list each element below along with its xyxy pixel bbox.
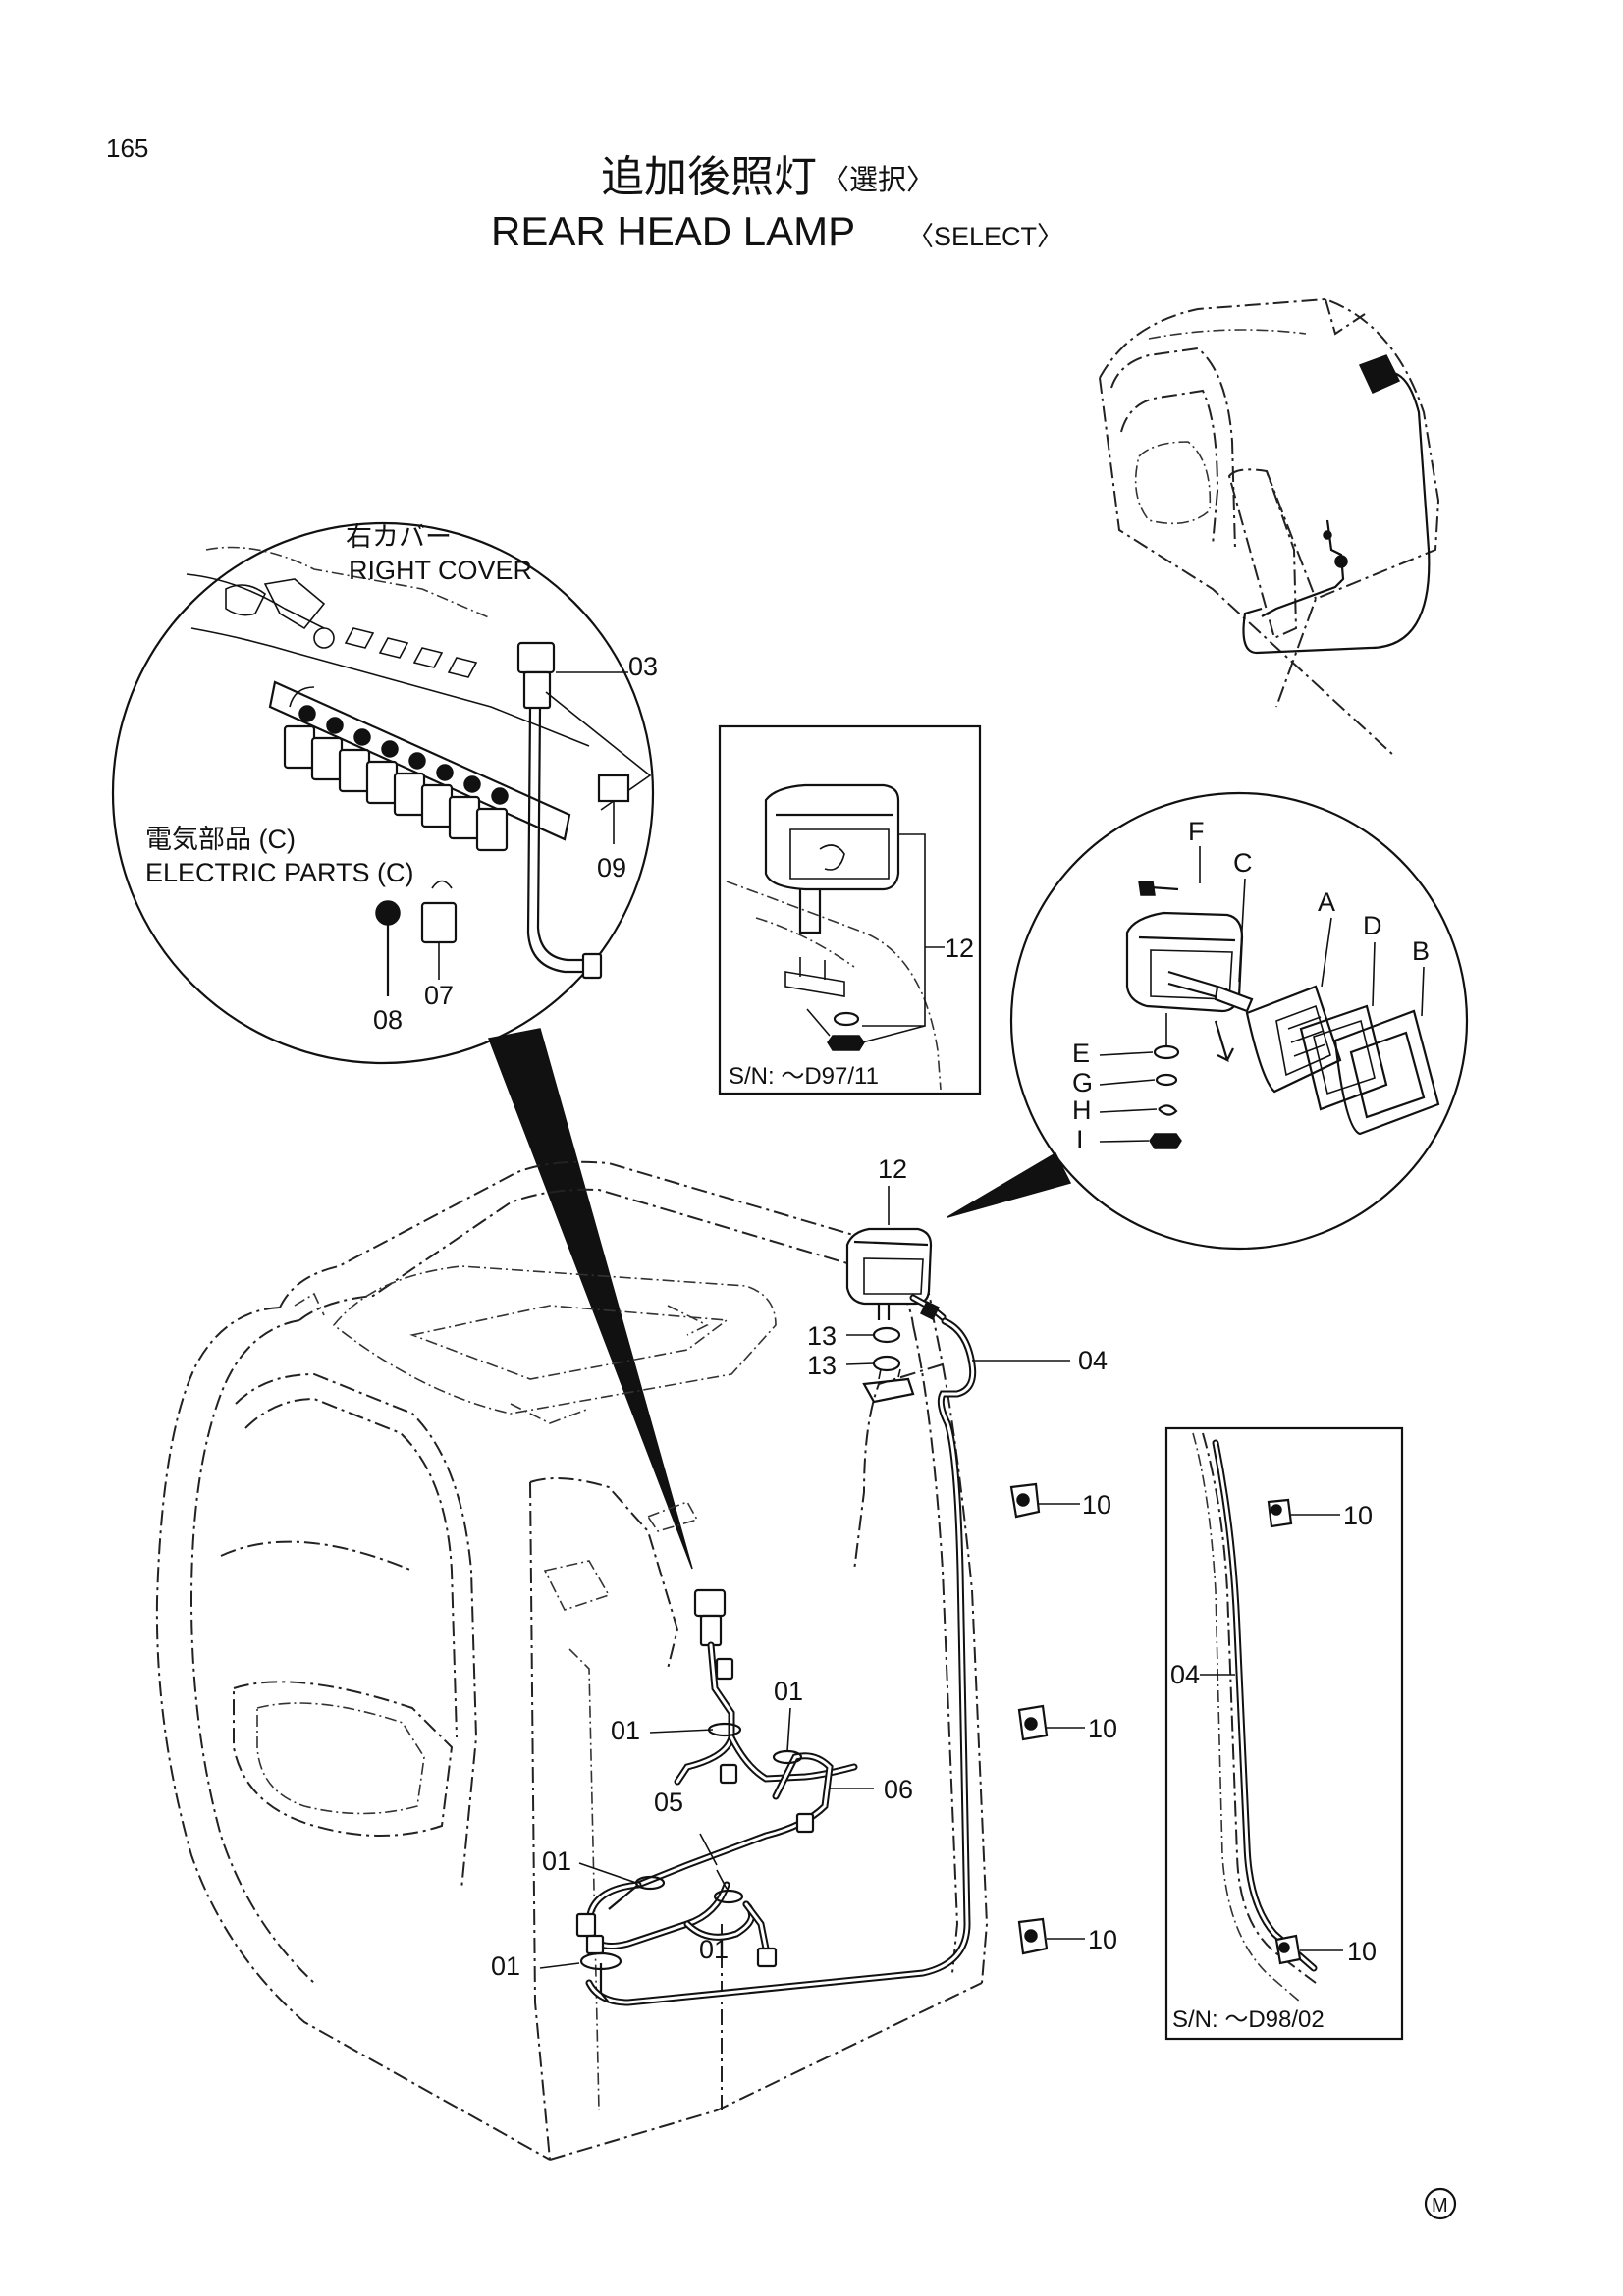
callout-01-b: 01 — [774, 1677, 803, 1706]
cab-thumbnail — [1099, 297, 1440, 757]
title-en: REAR HEAD LAMP — [491, 208, 855, 254]
detail-circle-right-cover: 右カバー RIGHT COVER 電気部品 (C) ELECTRIC PARTS… — [111, 521, 658, 1065]
detail-pointer-left — [487, 1028, 693, 1570]
callout-10-top: 10 — [1082, 1490, 1111, 1520]
serial-late: S/N: ～D98/02 — [1172, 2006, 1325, 2033]
callout-01-a: 01 — [611, 1716, 640, 1745]
callout-01-c: 01 — [542, 1846, 571, 1876]
rear-head-lamp — [845, 1186, 933, 1320]
electric-parts-label-jp: 電気部品 (C) — [145, 825, 296, 854]
main-cab-view — [155, 1160, 989, 2161]
callout-04-box: 04 — [1170, 1660, 1200, 1689]
clip-set-main — [1009, 1482, 1085, 1955]
callout-06: 06 — [884, 1775, 913, 1804]
callout-A: A — [1318, 887, 1335, 917]
callout-01-e: 01 — [491, 1951, 520, 1981]
callout-H: H — [1072, 1095, 1092, 1125]
callout-12-early: 12 — [945, 934, 974, 963]
callout-07: 07 — [424, 981, 454, 1010]
right-cover-label-en: RIGHT COVER — [349, 556, 532, 585]
title-jp-suffix: 〈選択〉 — [821, 164, 935, 196]
callout-F: F — [1188, 817, 1205, 846]
electric-parts-label-en: ELECTRIC PARTS (C) — [145, 858, 414, 887]
manual-mark: M — [1424, 2187, 1457, 2220]
title-en-suffix: 〈SELECT〉 — [907, 222, 1063, 251]
harness-05-06 — [539, 1588, 874, 2003]
callout-10-box-bottom: 10 — [1347, 1937, 1377, 1966]
callout-10-mid: 10 — [1088, 1714, 1117, 1743]
page-number: 165 — [106, 133, 148, 163]
callout-C: C — [1233, 848, 1253, 878]
callout-G: G — [1072, 1068, 1093, 1097]
callout-I: I — [1076, 1125, 1084, 1154]
detail-box-harness-early: 10 04 10 S/N: ～D98/02 — [1164, 1426, 1404, 2041]
detail-box-lamp-early: 12 S/N: ～D97/11 — [718, 724, 982, 1095]
manual-mark-letter: M — [1432, 2195, 1448, 2216]
callout-E: E — [1072, 1039, 1090, 1068]
callout-09: 09 — [597, 853, 626, 882]
callout-03: 03 — [628, 652, 658, 681]
right-cover-label-jp: 右カバー — [346, 522, 452, 552]
harness-04 — [585, 1294, 1070, 2006]
detail-circle-lamp-exploded: F C A D B E G H I — [1009, 791, 1469, 1251]
callout-B: B — [1412, 936, 1430, 966]
callout-D: D — [1363, 911, 1382, 940]
washer-stack — [845, 1326, 915, 1404]
callout-08: 08 — [373, 1005, 403, 1035]
callout-10-low: 10 — [1088, 1925, 1117, 1954]
callout-05: 05 — [654, 1788, 683, 1817]
callout-10-box-top: 10 — [1343, 1501, 1373, 1530]
title-jp: 追加後照灯 — [601, 153, 817, 201]
callout-13-b: 13 — [807, 1351, 837, 1380]
callout-01-d: 01 — [699, 1935, 729, 1964]
callout-04-main: 04 — [1078, 1346, 1108, 1375]
relay-row — [283, 705, 509, 852]
detail-pointer-right — [947, 1151, 1072, 1218]
callout-13-a: 13 — [807, 1321, 837, 1351]
callout-12-lamp: 12 — [878, 1154, 907, 1184]
serial-early: S/N: ～D97/11 — [729, 1063, 879, 1090]
